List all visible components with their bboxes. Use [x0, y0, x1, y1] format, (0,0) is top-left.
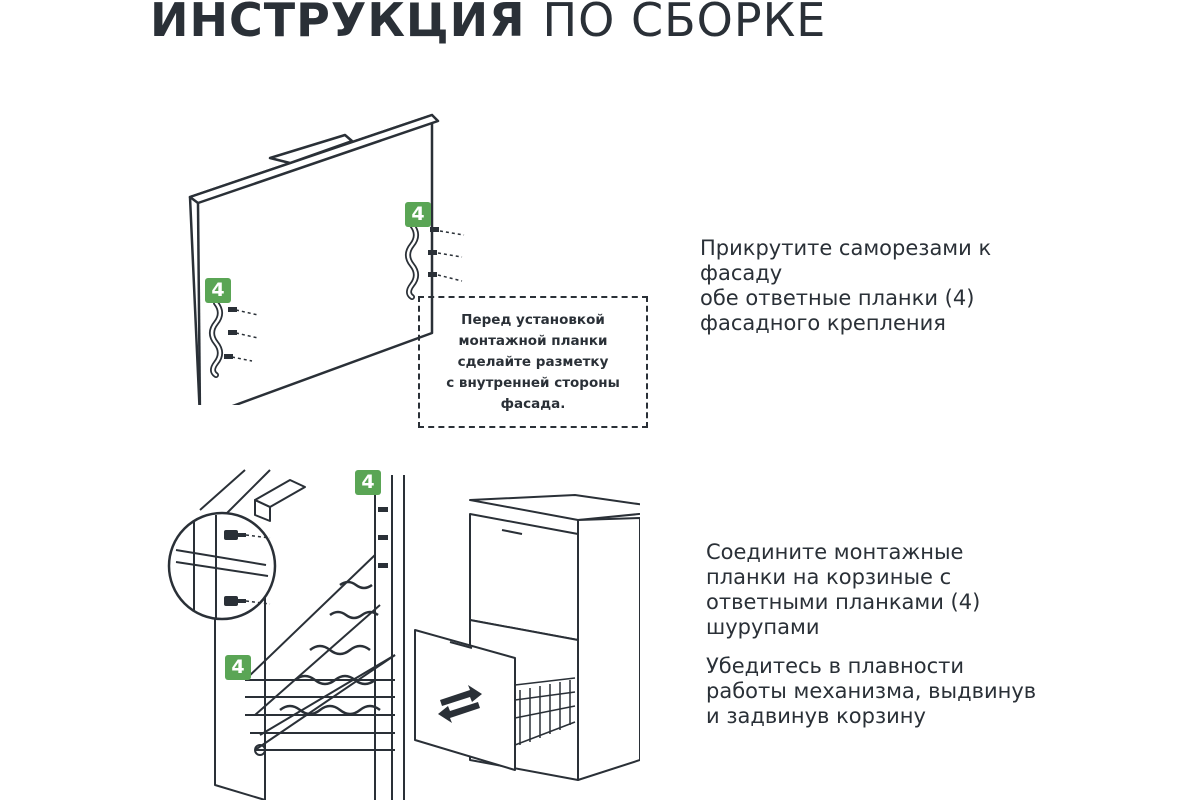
instruction-line: Убедитесь в плавности [706, 654, 965, 678]
detail-magnifier [167, 511, 277, 621]
note-line: монтажной планки [458, 332, 608, 349]
step1-instruction: Прикрутите саморезами к фасаду обе ответ… [700, 236, 991, 336]
cabinet-drawer-illustration [414, 494, 640, 781]
badge-facade-frame: 4 [355, 470, 381, 495]
instruction-line: фасадного крепления [700, 311, 946, 335]
note-line: с внутренней стороны [446, 374, 620, 391]
instruction-line: фасаду [700, 261, 783, 285]
badge-bracket-right: 4 [405, 202, 431, 227]
page-title: ИНСТРУКЦИЯ ПО СБОРКЕ [150, 0, 826, 48]
basket-bracket-illustration [199, 469, 405, 800]
instruction-line: обе ответные планки (4) [700, 286, 975, 310]
badge-basket-bracket: 4 [225, 655, 251, 680]
step2-instruction: Соедините монтажные планки на корзиные с… [706, 540, 980, 640]
step3-instruction: Убедитесь в плавности работы механизма, … [706, 654, 1036, 729]
note-line: Перед установкой [461, 311, 605, 328]
title-bold: ИНСТРУКЦИЯ [150, 0, 526, 47]
instruction-line: планки на корзиные с [706, 565, 952, 589]
instruction-line: и задвинув корзину [706, 704, 926, 728]
title-light: ПО СБОРКЕ [542, 0, 827, 47]
instruction-line: ответными планками (4) [706, 590, 981, 614]
marking-note: Перед установкой монтажной планки сделай… [418, 296, 648, 428]
instruction-line: работы механизма, выдвинув [706, 679, 1037, 703]
note-line: сделайте разметку [457, 353, 609, 370]
badge-bracket-left: 4 [205, 278, 231, 303]
instruction-line: Соедините монтажные [706, 540, 964, 564]
instruction-line: Прикрутите саморезами к [700, 236, 992, 260]
note-line: фасада. [500, 395, 566, 412]
facade-panel-illustration [188, 113, 465, 405]
instruction-line: шурупами [706, 615, 820, 639]
